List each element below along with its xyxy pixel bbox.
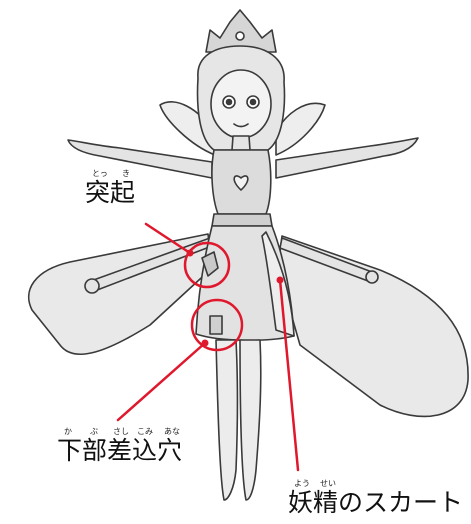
jack-ruby-3: さし	[113, 427, 129, 436]
jack-ruby-4: こみ	[137, 427, 153, 436]
skirt-ruby-1: よう	[294, 479, 310, 488]
right-lower-wing	[277, 235, 469, 418]
protrusion-ruby-2: き	[122, 169, 130, 178]
protrusion-leader-line	[144, 222, 192, 255]
left-leg	[215, 339, 239, 501]
protrusion-text: 突起	[85, 178, 136, 207]
skirt-leader-dot	[276, 276, 284, 284]
skirt-text: 妖精のスカート	[288, 488, 464, 517]
left-rod-end	[84, 278, 100, 294]
skirt-leader-line	[278, 278, 300, 472]
protrusion-ruby-1: とっ	[92, 169, 108, 178]
protrusion-callout-circle	[183, 241, 231, 289]
waist-band	[211, 213, 273, 227]
jack-leader-dot	[201, 339, 209, 347]
face	[210, 69, 272, 139]
mouth	[233, 123, 249, 128]
tiara	[205, 9, 277, 53]
lower-jack-part	[209, 315, 223, 335]
jack-leader-line	[116, 341, 207, 422]
jack-ruby-1: か	[64, 427, 72, 436]
tiara-jewel	[235, 31, 245, 41]
jack-ruby-5: あな	[164, 427, 180, 436]
protrusion-leader-dot	[186, 249, 194, 257]
jack-ruby-2: ぶ	[90, 427, 98, 436]
protrusion-part	[201, 251, 219, 277]
right-leg	[239, 339, 262, 501]
bodice-heart	[233, 175, 249, 191]
neck	[231, 135, 251, 151]
right-rod-end	[365, 270, 379, 284]
jack-callout-circle	[190, 298, 244, 352]
right-arm	[275, 137, 419, 179]
left-arm	[67, 139, 213, 179]
jack-text: 下部差込穴	[57, 436, 183, 465]
skirt-ruby-2: せい	[320, 479, 336, 488]
